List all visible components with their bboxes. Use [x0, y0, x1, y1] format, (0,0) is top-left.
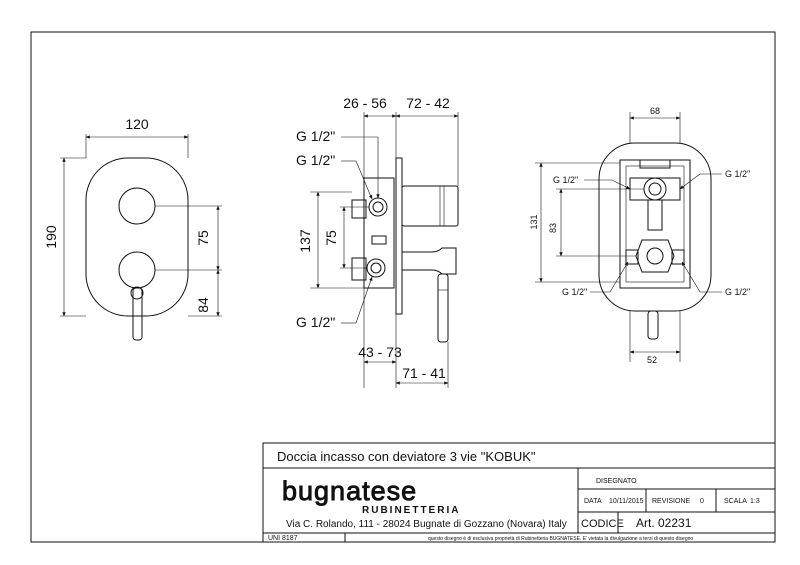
codice-label: CODICE: [581, 518, 624, 530]
front-view: 120 190 75 84: [43, 116, 222, 341]
front-lever-cap: [130, 286, 144, 300]
front-width-dim: 120: [125, 116, 149, 132]
front-lever: [132, 287, 143, 341]
side-bottom-left-dim: 43 - 73: [358, 344, 402, 360]
front-height-dim: 190: [43, 225, 59, 249]
side-conn-label-3: G 1/2": [296, 314, 335, 330]
rear-height-outer-dim: 131: [529, 214, 539, 229]
side-lever: [437, 273, 449, 343]
rear-view: 68 52 131 83 G 1/2" G 1/2" G 1/2" G 1/2": [529, 106, 750, 365]
front-plate: [85, 157, 189, 317]
side-bottom-right-dim: 71 - 41: [402, 365, 446, 381]
rear-lever: [647, 310, 659, 340]
rear-top-fitting: [643, 177, 667, 201]
rear-width-top-dim: 68: [650, 106, 660, 116]
scala-value: 1:3: [750, 498, 760, 505]
data-label: DATA: [584, 498, 602, 505]
front-upper-knob: [118, 187, 156, 225]
side-upper-port: [368, 197, 388, 217]
side-conn-label-1: G 1/2": [296, 128, 335, 144]
front-lower-dim: 84: [195, 297, 211, 313]
title-block: Doccia incasso con deviatore 3 vie "KOBU…: [262, 442, 776, 543]
company-logo-sub: RUBINETTERIA: [362, 505, 460, 516]
side-lower-port: [366, 258, 386, 278]
side-top-right-dim: 72 - 42: [406, 95, 450, 111]
rear-bottom-fitting: [635, 239, 675, 273]
side-top-left-dim: 26 - 56: [343, 95, 387, 111]
uni-label: UNI 8187: [268, 535, 298, 542]
rear-width-bottom-dim: 52: [647, 355, 657, 365]
front-lower-knob: [118, 251, 156, 289]
side-view: 26 - 56 72 - 42 G 1/2" G 1/2" G 1/2" 137…: [296, 95, 459, 388]
revisione-label: REVISIONE: [652, 498, 690, 505]
company-address: Via C. Rolando, 111 - 28024 Bugnate di G…: [286, 519, 567, 530]
front-spacing-dim: 75: [195, 230, 211, 246]
disclaimer: questo disegno è di esclusiva proprietà …: [428, 536, 693, 542]
side-plate: [395, 157, 403, 315]
scala-label: SCALA: [724, 498, 747, 505]
revisione-value: 0: [700, 498, 704, 505]
disegnato-label: DISEGNATO: [596, 478, 637, 485]
side-conn-label-2: G 1/2": [296, 152, 335, 168]
data-value: 10/11/2015: [609, 498, 644, 505]
codice-value: Art. 02231: [636, 516, 692, 530]
side-height-dim: 137: [297, 229, 313, 253]
rear-conn-label-br: G 1/2": [725, 287, 750, 297]
rear-conn-label-tl: G 1/2": [553, 175, 578, 185]
side-lower-knob: [401, 247, 457, 275]
company-logo: bugnatese: [282, 476, 417, 506]
drawing-title: Doccia incasso con deviatore 3 vie "KOBU…: [277, 449, 536, 464]
side-spacing-dim: 75: [323, 230, 339, 246]
rear-conn-label-bl: G 1/2": [562, 287, 587, 297]
side-body: [363, 177, 395, 289]
rear-height-inner-dim: 83: [548, 223, 558, 233]
side-upper-knob: [401, 185, 459, 227]
rear-conn-label-tr: G 1/2": [725, 169, 750, 179]
